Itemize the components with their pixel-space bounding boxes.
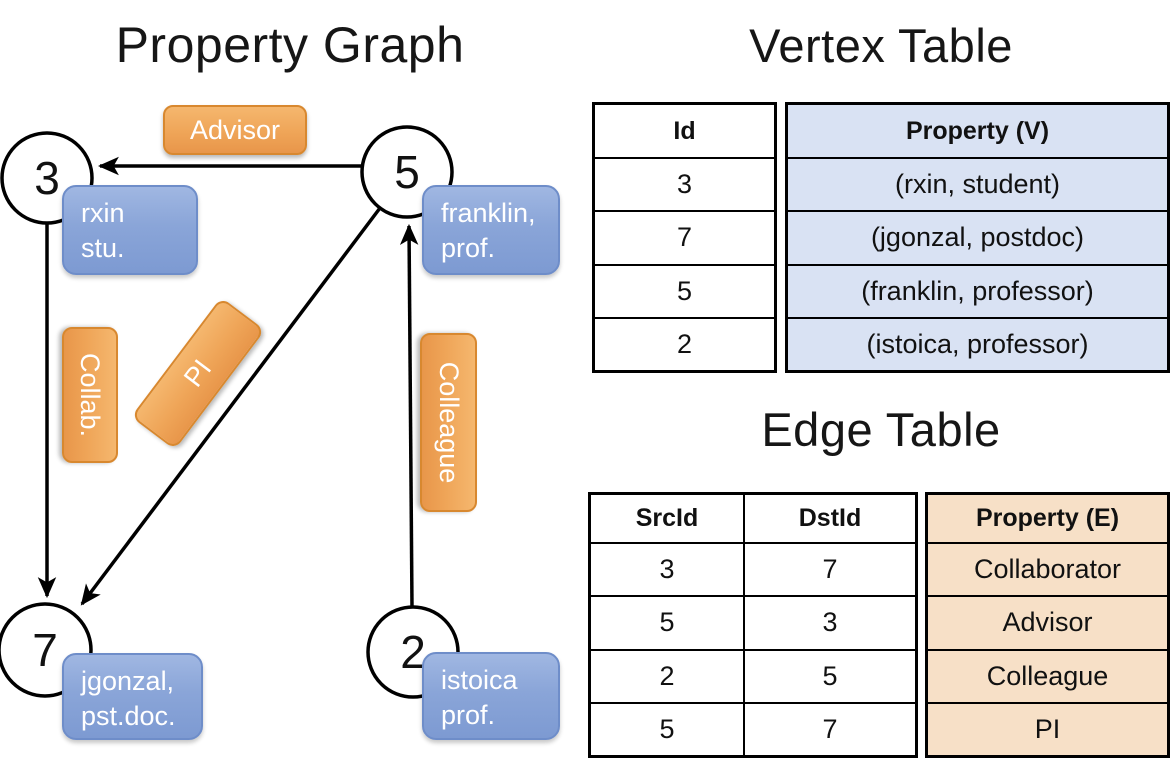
table-cell: 3	[743, 595, 915, 649]
node-property-line: pst.doc.	[81, 701, 176, 732]
node-property-box-7: jgonzal, pst.doc.	[62, 653, 203, 740]
table-cell: (jgonzal, postdoc)	[788, 210, 1167, 263]
column-header-property-e: Property (E)	[975, 504, 1120, 532]
node-property-line: istoica	[441, 665, 518, 695]
table-cell: 7	[743, 542, 915, 596]
edge-label-colleague: Colleague	[420, 333, 477, 512]
node-property-box-2: istoica prof.	[422, 652, 560, 740]
edge-arrow-2-to-5	[399, 223, 419, 608]
table-cell: (rxin, student)	[788, 157, 1167, 210]
node-id-7: 7	[32, 624, 58, 676]
edge-table-property-column: Property (E) Collaborator Advisor Collea…	[925, 492, 1170, 758]
column-header-dstid: DstId	[743, 495, 915, 542]
table-cell: Collaborator	[928, 542, 1167, 595]
node-property-line: prof.	[441, 233, 496, 264]
vertex-table: Id 3 7 5 2 Property (V) (rxin, student) …	[592, 102, 1170, 373]
table-cell: 7	[595, 210, 774, 263]
vertex-table-id-column: Id 3 7 5 2	[592, 102, 777, 373]
table-cell: 5	[595, 263, 774, 317]
vertex-table-property-column: Property (V) (rxin, student) (jgonzal, p…	[785, 102, 1170, 373]
edge-label-advisor: Advisor	[163, 105, 307, 155]
edge-label-collab: Collab.	[62, 327, 118, 463]
table-cell: 3	[591, 542, 743, 595]
node-id-3: 3	[34, 152, 60, 204]
node-id-5: 5	[394, 146, 420, 198]
table-cell: 7	[743, 701, 915, 755]
table-cell: PI	[928, 701, 1167, 755]
table-cell: 3	[595, 157, 774, 210]
column-header-id: Id	[673, 116, 696, 145]
table-cell: 5	[591, 701, 743, 755]
column-header-property-v: Property (V)	[905, 116, 1050, 145]
edge-table: SrcId DstId 3 7 5 3 2 5 5 7 Property (E)…	[588, 492, 1170, 758]
table-cell: Colleague	[928, 648, 1167, 702]
vertex-table-title: Vertex Table	[749, 19, 1013, 72]
table-cell: (franklin, professor)	[788, 263, 1167, 317]
edge-arrow-5-to-7	[80, 206, 382, 606]
table-cell: 2	[591, 648, 743, 702]
node-property-line: stu.	[81, 233, 125, 264]
column-header-srcid: SrcId	[635, 504, 699, 532]
table-cell: 5	[743, 648, 915, 702]
property-graph-title: Property Graph	[115, 17, 465, 73]
edge-table-id-columns: SrcId DstId 3 7 5 3 2 5 5 7	[588, 492, 918, 758]
node-property-box-5: franklin, prof.	[422, 185, 560, 275]
node-property-line: franklin,	[441, 198, 536, 228]
table-cell: (istoica, professor)	[788, 316, 1167, 370]
node-property-line: prof.	[441, 700, 496, 731]
table-cell: 2	[595, 316, 774, 370]
node-property-line: rxin	[81, 198, 125, 228]
node-id-2: 2	[400, 626, 426, 678]
table-cell: 5	[591, 595, 743, 648]
table-cell: Advisor	[928, 595, 1167, 648]
edge-table-title: Edge Table	[761, 403, 1001, 456]
node-property-box-3: rxin stu.	[62, 185, 198, 275]
node-property-line: jgonzal,	[81, 666, 175, 696]
